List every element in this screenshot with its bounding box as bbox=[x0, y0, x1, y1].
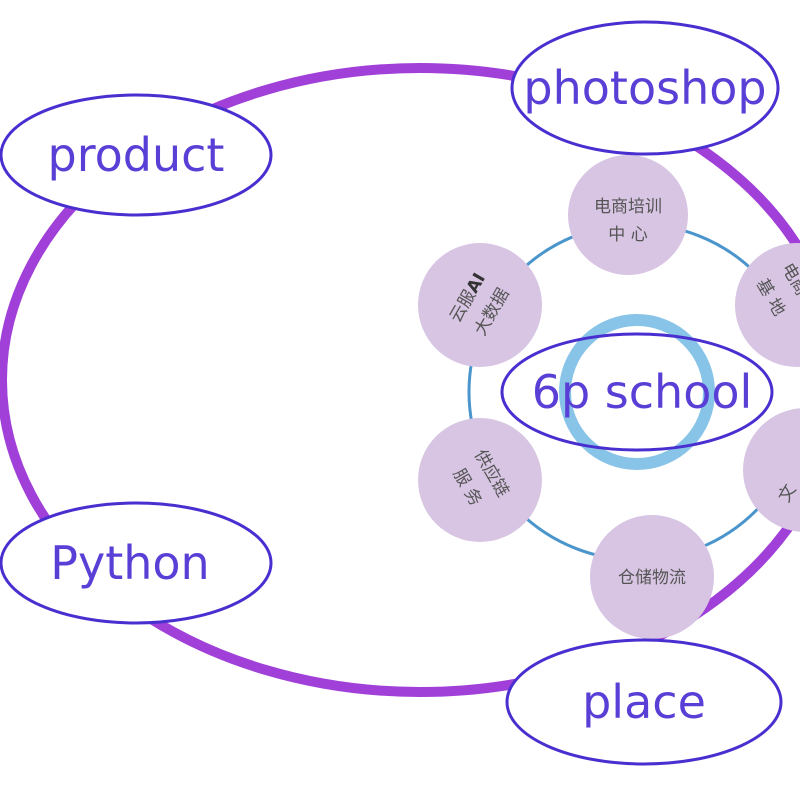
center-label: 6p school bbox=[500, 332, 774, 452]
label-place: place bbox=[505, 638, 783, 766]
petal-supply-chain: 供应链 服 务 bbox=[418, 418, 542, 542]
photoshop-text: photoshop bbox=[523, 61, 766, 115]
petal-top-line1: 电商培训 bbox=[594, 197, 662, 217]
petal-lower-right: 文 bbox=[743, 408, 800, 532]
label-python: Python bbox=[0, 501, 273, 625]
petal-top-line2: 中 心 bbox=[608, 225, 647, 245]
petal-bottom-label: 仓储物流 bbox=[618, 568, 686, 588]
place-text: place bbox=[582, 675, 706, 729]
petal-ecommerce-base: 电商 基 地 bbox=[735, 243, 800, 367]
label-product: product bbox=[0, 93, 273, 217]
python-text: Python bbox=[50, 536, 209, 590]
center-label-text: 6p school bbox=[532, 365, 753, 419]
product-text: product bbox=[48, 128, 225, 182]
petal-warehouse-logistics: 仓储物流 bbox=[590, 515, 714, 639]
petal-cluster: 电商培训 中 心 电商 基 地 云服AI 大数据 供应链 服 务 bbox=[418, 155, 800, 639]
outer-loop bbox=[0, 63, 800, 697]
petal-training-center: 电商培训 中 心 bbox=[568, 155, 688, 275]
center-ring bbox=[559, 314, 715, 470]
petal-cloud-ai: 云服AI 大数据 bbox=[418, 243, 542, 367]
label-photoshop: photoshop bbox=[510, 20, 780, 156]
